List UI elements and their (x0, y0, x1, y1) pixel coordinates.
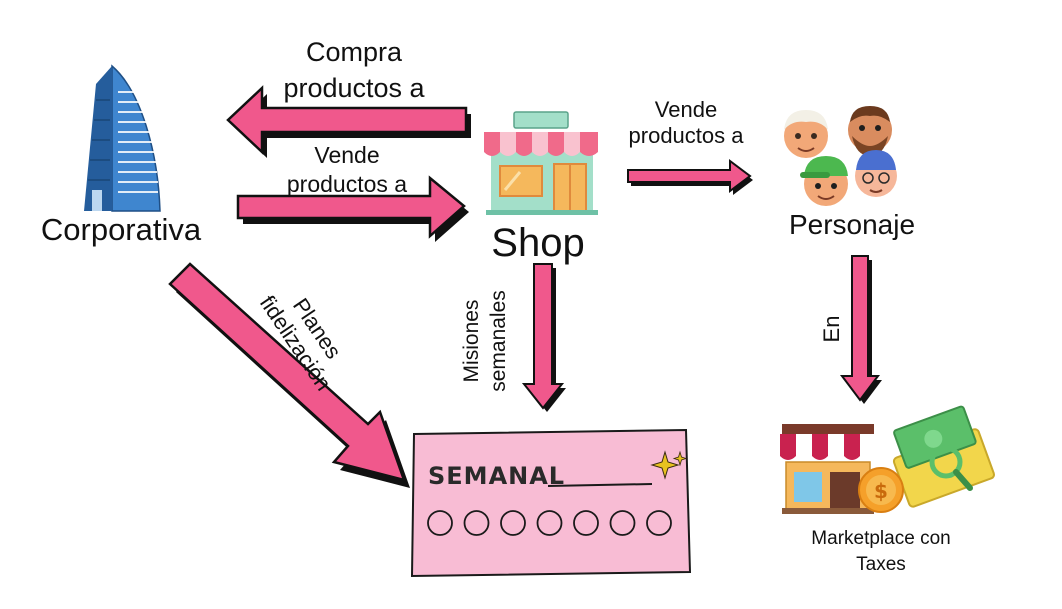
label-misiones: Misiones semanales (460, 290, 510, 392)
arrow-vende-corp (236, 175, 469, 242)
node-marketplace: Marketplace con Taxes (811, 528, 951, 575)
face-green-cap (800, 156, 848, 206)
progress-circle (463, 510, 490, 536)
node-corporativa: Corporativa (40, 212, 202, 247)
face-elder (784, 110, 828, 158)
progress-circle (536, 510, 563, 536)
building-icon (84, 64, 161, 212)
progress-circle (609, 510, 636, 536)
label-en: En (819, 315, 844, 343)
characters-icon (784, 106, 897, 206)
face-bearded (848, 106, 892, 156)
label-vende-shop: Vende productos a (628, 97, 744, 148)
label-vende-corp: Vende productos a (286, 142, 408, 197)
marketplace-icon: $ (780, 405, 995, 514)
arrow-en (840, 255, 882, 404)
arrow-misiones (521, 263, 566, 412)
card-title-semanal: SEMANAL (428, 462, 566, 490)
arrow-compra (226, 85, 471, 158)
progress-circle (573, 510, 599, 536)
node-personaje: Personaje (788, 209, 916, 240)
face-blue-cap (855, 150, 897, 197)
progress-circle (646, 510, 672, 536)
shop-icon (484, 111, 598, 215)
sparkle-small-icon (672, 450, 688, 467)
arrow-planes (168, 262, 410, 488)
node-shop: Shop (491, 221, 585, 265)
arrows (168, 85, 882, 488)
label-compra: Compra productos a (283, 37, 425, 103)
progress-circle (427, 510, 453, 536)
arrow-vende-shop (627, 159, 753, 195)
semanal-card (410, 428, 692, 578)
sparkle-icon (650, 450, 680, 480)
svg-text:$: $ (874, 479, 888, 503)
card-circles (427, 510, 672, 536)
progress-circle (500, 510, 526, 536)
